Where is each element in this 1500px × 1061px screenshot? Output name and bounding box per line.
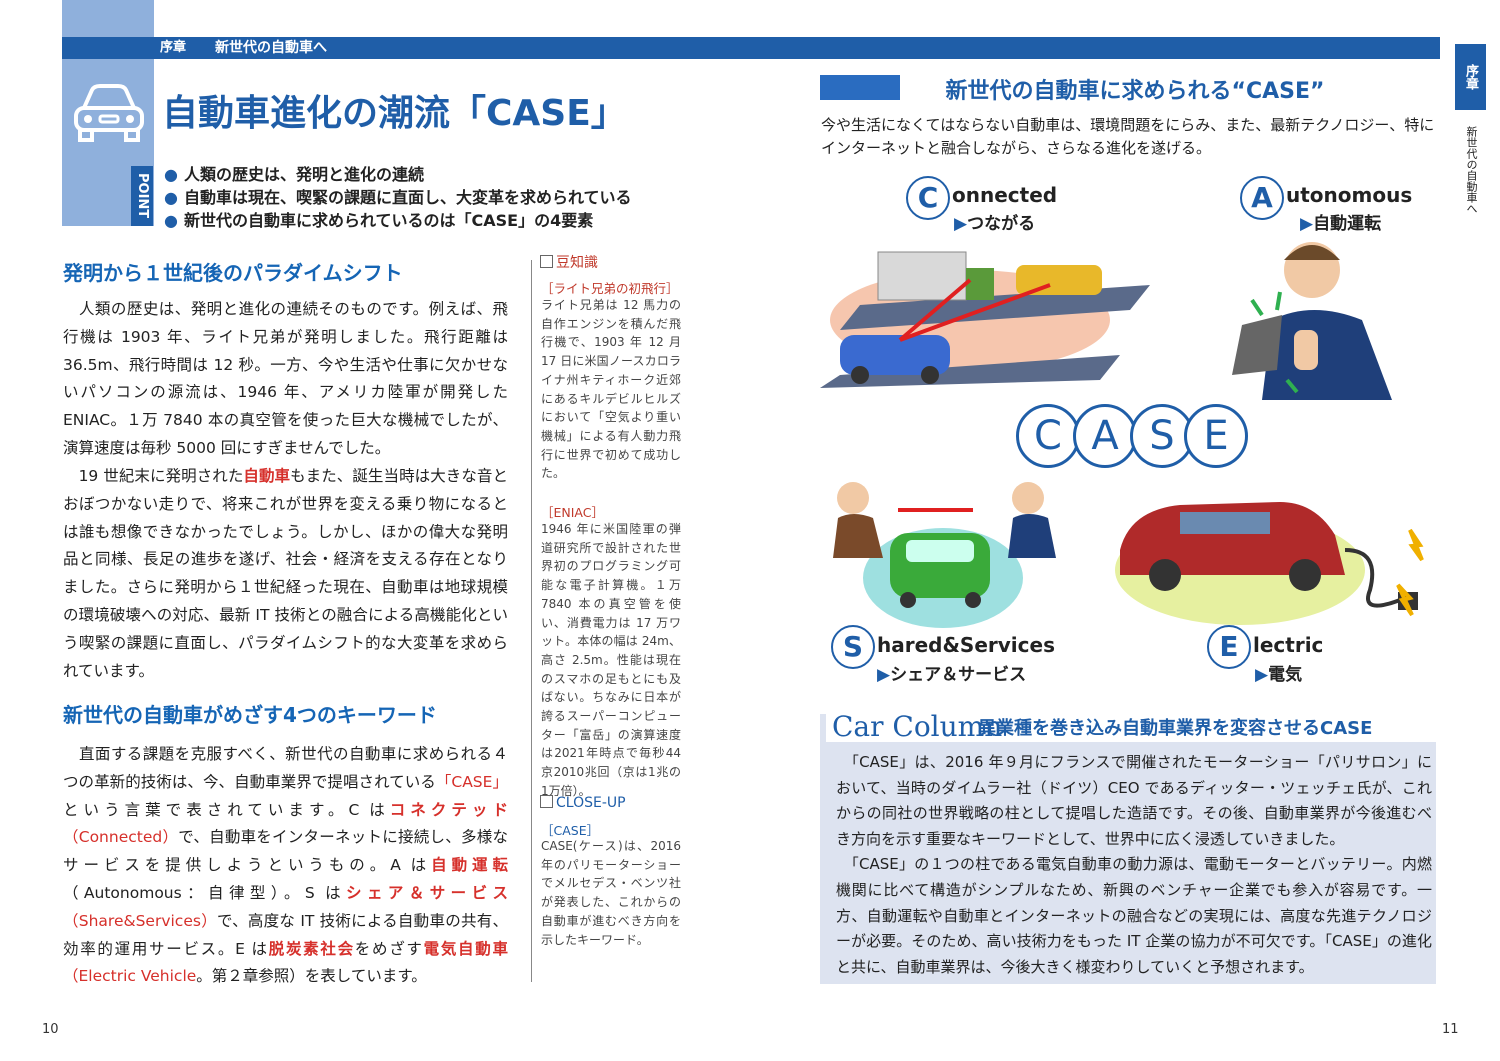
column-title: 異業種を巻き込み自動車業界を変容させるCASE [978, 718, 1373, 739]
triangle-right-icon: ▶ [877, 665, 891, 685]
section-title: 新世代の自動車がめざす4つのキーワード [63, 703, 437, 727]
keyword-jp: ▶自動運転 [1300, 214, 1382, 234]
tip-title: ［ライト兄弟の初飛行］ [541, 281, 679, 296]
point-item: ●人類の歴史は、発明と進化の連続 [164, 165, 424, 184]
closeup-title: ［CASE］ [541, 823, 600, 838]
column-body: 「CASE」は、2016 年９月にフランスで開催されたモーターショー「パリサロン… [836, 750, 1432, 980]
keyword-title: lectric [1253, 633, 1324, 657]
point-label: POINT [131, 166, 153, 226]
electric-illustration [1110, 480, 1440, 634]
case-letter-circle: C [1016, 404, 1080, 468]
keyword-jp: ▶つながる [954, 214, 1036, 234]
triangle-right-icon: ▶ [1300, 214, 1314, 234]
case-letter-circle: S [1130, 404, 1194, 468]
page-number-right: 11 [1442, 1022, 1459, 1037]
closeup-body: CASE(ケース)は、2016年のパリモーターショーでメルセデス・ベンツ社が発表… [541, 839, 681, 947]
shared-illustration [828, 478, 1058, 632]
column-edge [820, 714, 826, 744]
section-paragraph: 19 世紀末に発明された自動車もまた、誕生当時は大きな音とおぼつかない走りで、将… [63, 467, 508, 680]
column-paragraph: 「CASE」の１つの柱である電気自動車の動力源は、電動モーターとバッテリー。内燃… [836, 855, 1432, 976]
tip-body: ライト兄弟は 12 馬力の自作エンジンを積んだ飛行機で、1903 年 12 月 … [541, 298, 681, 481]
car-icon [70, 78, 148, 150]
case-banner-title: 新世代の自動車に求められる“CASE” [945, 79, 1325, 104]
column-brand: Car Column [832, 710, 1003, 743]
sidebar-rule [531, 260, 532, 982]
triangle-right-icon: ▶ [1255, 665, 1269, 685]
keyword-letter-circle: E [1207, 625, 1251, 669]
keyword-letter-circle: A [1240, 176, 1284, 220]
side-chapter-title: 新世代の自動車へ [1465, 126, 1478, 214]
connected-illustration [820, 240, 1160, 394]
section-paragraph: 直面する課題を克服すべく、新世代の自動車に求められる４つの革新的技術は、今、自動… [63, 745, 508, 986]
chapter-bar [62, 37, 1440, 59]
main-title: 自動車進化の潮流「CASE」 [162, 93, 627, 134]
section-title: 発明から１世紀後のパラダイムシフト [63, 261, 403, 285]
case-letter-circle: E [1184, 404, 1248, 468]
checkbox-icon [540, 795, 553, 808]
keyword-letter-circle: C [906, 176, 950, 220]
autonomous-illustration [1222, 230, 1402, 404]
keyword-title: utonomous [1286, 183, 1413, 207]
keyword-letter-circle: S [831, 625, 875, 669]
page-number-left: 10 [42, 1022, 59, 1037]
case-intro: 今や生活になくてはならない自動車は、環境問題をにらみ、また、最新テクノロジー、特… [821, 116, 1435, 157]
column-paragraph: 「CASE」は、2016 年９月にフランスで開催されたモーターショー「パリサロン… [836, 753, 1432, 848]
side-chapter-tab: 序章 [1455, 44, 1486, 110]
tip-body: 1946 年に米国陸軍の弾道研究所で設計された世界初のプログラミング可能な電子計… [541, 522, 681, 798]
chapter-title: 新世代の自動車へ [215, 40, 327, 56]
keyword-title: hared&Services [877, 633, 1055, 657]
triangle-right-icon: ▶ [954, 214, 968, 234]
keyword-jp: ▶電気 [1255, 665, 1303, 685]
case-letter-circle: A [1073, 404, 1137, 468]
case-banner-bg [900, 71, 1370, 105]
keyword-jp: ▶シェア＆サービス [877, 665, 1027, 685]
point-item: ●新世代の自動車に求められているのは「CASE」の4要素 [164, 211, 594, 230]
section-paragraph: 人類の歴史は、発明と進化の連続そのものです。例えば、飛行機は 1903 年、ライ… [63, 300, 508, 457]
keyword-title: onnected [952, 183, 1058, 207]
tip-heading: 豆知識 [540, 252, 598, 272]
point-item: ●自動車は現在、喫緊の課題に直面し、大変革を求められている [164, 188, 632, 207]
chapter-label: 序章 [160, 40, 187, 55]
car-column-box [820, 742, 1436, 984]
closeup-heading: CLOSE-UP [540, 795, 626, 811]
checkbox-icon [540, 255, 553, 268]
tip-title: ［ENIAC］ [541, 505, 604, 520]
